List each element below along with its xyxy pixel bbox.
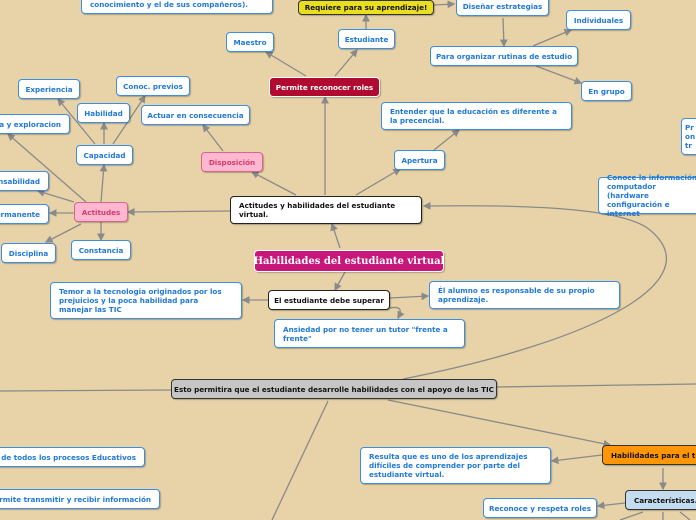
node-label: Esto permitira que el estudiante desarro… <box>174 384 494 394</box>
node-habilidades-trabajo[interactable]: Habilidades para el tra <box>602 445 696 465</box>
node-conoc-previos[interactable]: Conoc. previos <box>116 76 190 96</box>
node-label: Él alumno es responsable de su propio ap… <box>438 286 595 304</box>
node-reconoce-roles[interactable]: Reconoce y respeta roles <box>483 498 597 518</box>
node-actitudes[interactable]: Actitudes <box>74 202 128 222</box>
node-entender[interactable]: Entender que la educación es diferente a… <box>381 102 572 130</box>
node-label: Permite reconocer roles <box>275 82 374 92</box>
node-label: Entender que la educación es diferente a… <box>390 107 557 125</box>
node-capacidad[interactable]: Capacidad <box>76 145 133 165</box>
node-esto-permitira[interactable]: Esto permitira que el estudiante desarro… <box>171 379 497 399</box>
node-resulta[interactable]: Resulta que es uno de los aprendizajes d… <box>360 447 551 484</box>
node-label: El estudiante debe superar <box>274 295 384 305</box>
node-label: Temor a la tecnologia originados por los… <box>59 287 222 314</box>
node-label: Ansiedad por no tener un tutor "frente a… <box>283 324 448 343</box>
node-permite-reconocer-roles[interactable]: Permite reconocer roles <box>269 77 380 97</box>
node-label: Apertura <box>401 155 438 165</box>
node-actitudes-habilidades[interactable]: Actitudes y habilidades del estudiante v… <box>230 196 422 224</box>
node-procesos-educativos[interactable]: e de todos los procesos Educativos <box>0 447 145 467</box>
node-individuales[interactable]: Individuales <box>566 10 631 30</box>
node-label: Actitudes <box>81 207 121 217</box>
node-disposicion[interactable]: Disposición <box>201 152 263 172</box>
node-label: Maestro <box>233 37 267 47</box>
node-habilidad[interactable]: Habilidad <box>77 103 130 123</box>
node-label: conocimiento y el de sus compañeros). <box>90 0 248 9</box>
node-label: da y exploracion <box>0 119 61 129</box>
node-label: Capacidad <box>83 150 126 160</box>
node-label: Actitudes y habilidades del estudiante v… <box>239 201 396 219</box>
central-topic-label: Habilidades del estudiante virtual <box>253 255 445 267</box>
node-label: Constancia <box>78 245 124 255</box>
node-label: Estudiante <box>344 34 389 44</box>
node-disciplina[interactable]: Disciplina <box>1 243 56 263</box>
node-actuar-en-consecuencia[interactable]: Actuar en consecuencia <box>141 105 250 125</box>
node-constancia[interactable]: Constancia <box>71 240 131 260</box>
node-experiencia[interactable]: Experiencia <box>18 79 80 99</box>
node-requiere[interactable]: Requiere para su aprendizaje! <box>298 0 434 15</box>
node-label: Disposición <box>208 157 256 167</box>
node-label: Individuales <box>573 15 624 25</box>
node-label: Requiere para su aprendizaje! <box>304 3 428 12</box>
node-label: Actuar en consecuencia <box>147 110 244 120</box>
node-label: Reconoce y respeta roles <box>488 503 592 513</box>
node-caracteristicas[interactable]: Características. <box>625 490 696 510</box>
node-organizar-rutinas[interactable]: Para organizar rutinas de estudio <box>430 46 578 66</box>
node-maestro[interactable]: Maestro <box>226 32 274 52</box>
node-debe-superar[interactable]: El estudiante debe superar <box>268 290 390 310</box>
node-ansiedad[interactable]: Ansiedad por no tener un tutor "frente a… <box>274 319 465 348</box>
node-permanente[interactable]: ermanente <box>0 204 49 224</box>
node-label: Resulta que es uno de los aprendizajes d… <box>369 452 528 479</box>
node-conoce-informacion[interactable]: Conoce la información computador (hardwa… <box>598 173 696 218</box>
node-pr[interactable]: Pr on tr <box>681 118 696 155</box>
node-label: e de todos los procesos Educativos <box>0 452 136 462</box>
central-topic[interactable]: Habilidades del estudiante virtual <box>254 250 444 272</box>
node-conocimiento[interactable]: conocimiento y el de sus compañeros). <box>81 0 273 14</box>
node-temor[interactable]: Temor a la tecnologia originados por los… <box>50 282 242 319</box>
node-label: ermite transmitir y recibir información <box>0 494 151 504</box>
node-en-grupo[interactable]: En grupo <box>581 81 632 101</box>
node-label: Pr on tr <box>685 123 696 150</box>
node-label: Habilidad <box>84 108 123 118</box>
node-label: Disciplina <box>8 248 49 258</box>
node-exploracion[interactable]: da y exploracion <box>0 114 70 134</box>
node-disenar-estrategias[interactable]: Diseñar estrategias <box>456 0 549 16</box>
node-label: nsabilidad <box>0 176 40 186</box>
node-label: Conoce la información computador (hardwa… <box>607 173 696 218</box>
node-label: ermanente <box>0 209 40 219</box>
node-apertura[interactable]: Apertura <box>394 150 445 170</box>
node-transmitir[interactable]: ermite transmitir y recibir información <box>0 489 160 509</box>
node-label: Habilidades para el tra <box>611 450 696 460</box>
node-estudiante[interactable]: Estudiante <box>338 29 395 49</box>
node-alumno-responsable[interactable]: Él alumno es responsable de su propio ap… <box>429 281 620 309</box>
node-label: En grupo <box>588 86 625 96</box>
node-label: Experiencia <box>25 84 73 94</box>
node-label: Conoc. previos <box>123 81 183 91</box>
node-responsabilidad[interactable]: nsabilidad <box>0 171 49 191</box>
node-label: Para organizar rutinas de estudio <box>435 51 573 61</box>
node-label: Diseñar estrategias <box>462 2 543 11</box>
node-label: Características. <box>634 495 696 505</box>
